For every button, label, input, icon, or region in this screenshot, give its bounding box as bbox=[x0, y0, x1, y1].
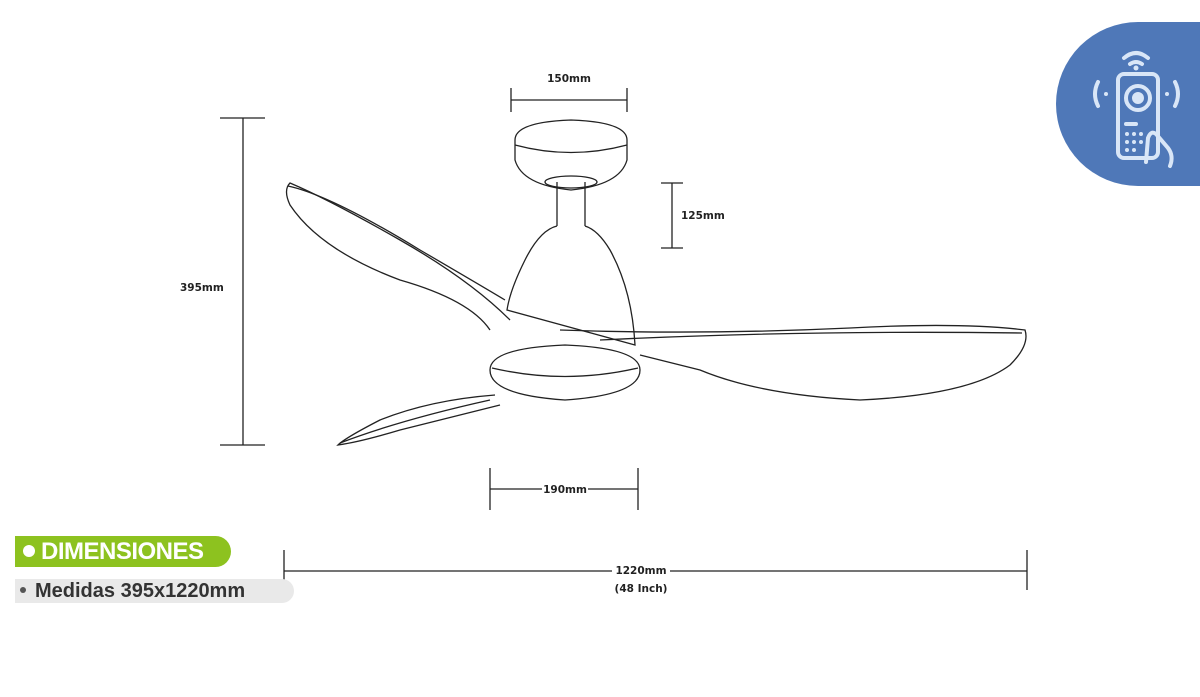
remote-control-badge bbox=[1056, 22, 1200, 186]
ceiling-fan-outline bbox=[285, 119, 1027, 446]
diameter-inch-label: (48 Inch) bbox=[615, 583, 668, 595]
measures-text: Medidas 395x1220mm bbox=[35, 580, 246, 602]
diameter-label: 1220mm bbox=[615, 565, 666, 577]
dimension-lines bbox=[220, 88, 1028, 590]
downrod-height-label: 125mm bbox=[681, 210, 725, 222]
total-height-label: 395mm bbox=[180, 282, 224, 294]
badge-title: DIMENSIONES bbox=[41, 538, 204, 565]
light-width-label: 190mm bbox=[543, 484, 587, 496]
bullet-icon bbox=[20, 587, 26, 593]
canopy-width-label: 150mm bbox=[547, 73, 591, 85]
bullet-dot-icon bbox=[23, 545, 35, 557]
remote-control-icon bbox=[1093, 51, 1180, 168]
dimensions-badge: DIMENSIONES bbox=[15, 536, 231, 567]
measures-spec: Medidas 395x1220mm bbox=[15, 579, 294, 603]
